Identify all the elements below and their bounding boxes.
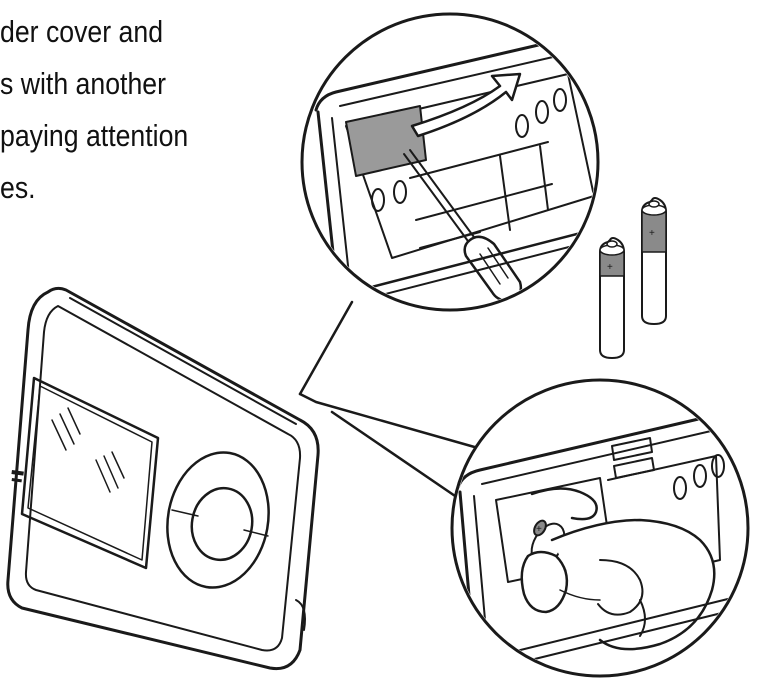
callout-line-bottom xyxy=(298,392,480,450)
callout-line-top xyxy=(298,300,354,396)
display-screen xyxy=(20,376,160,570)
battery-small-plus: + xyxy=(607,262,613,273)
instruction-line-4: es. xyxy=(0,170,36,205)
instruction-line-2: s with another xyxy=(0,66,166,101)
instruction-line-1: der cover and xyxy=(0,14,164,49)
battery-large-plus: + xyxy=(649,228,655,239)
battery-small: + xyxy=(599,237,625,359)
zoom-detail-insert-battery: + xyxy=(450,378,750,678)
battery-large: + xyxy=(641,197,667,325)
zoom-detail-open-cover xyxy=(300,12,600,312)
svg-text:+: + xyxy=(536,524,542,535)
control-dial xyxy=(166,451,270,589)
instruction-line-3: paying attention xyxy=(0,118,189,153)
thermostat-device xyxy=(6,286,320,671)
